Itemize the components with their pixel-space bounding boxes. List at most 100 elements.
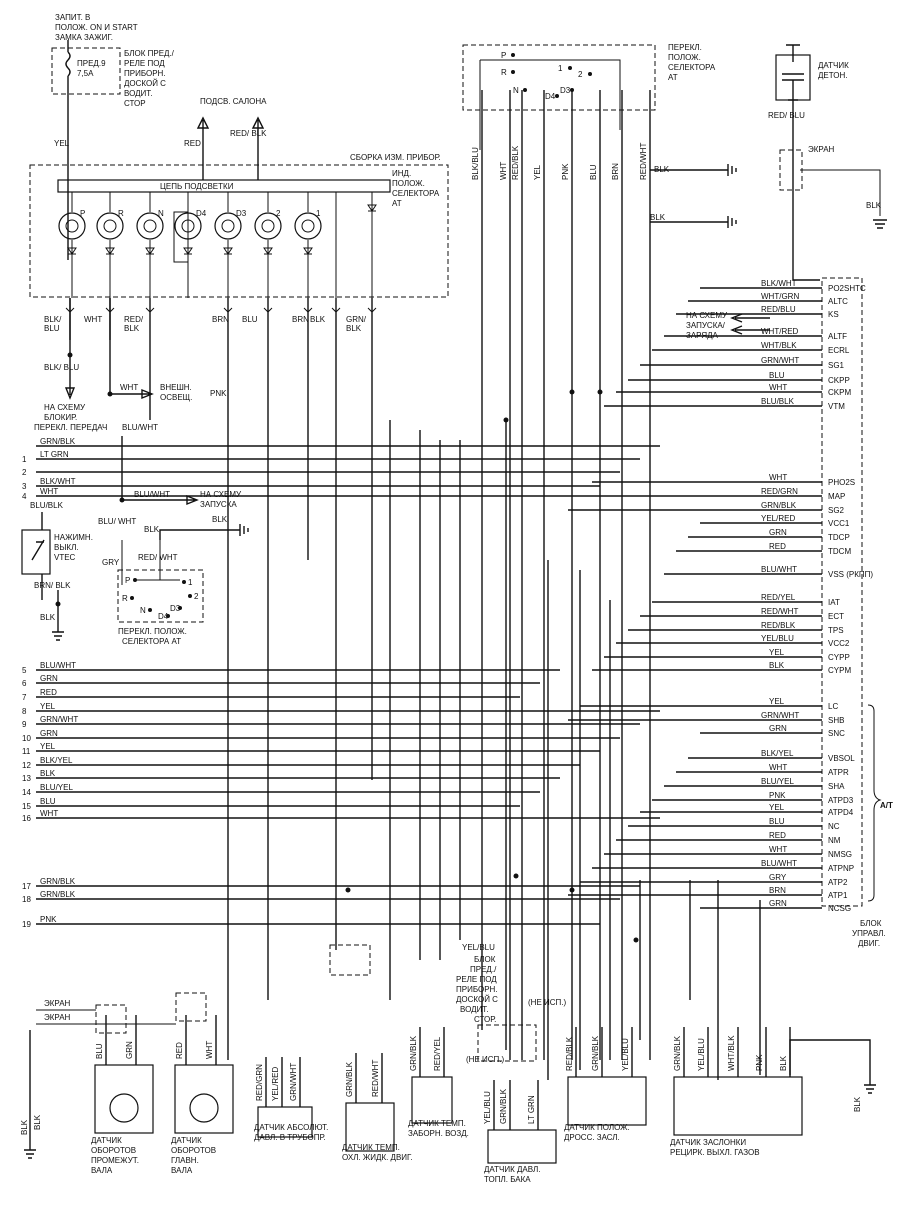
arrow-up-icon [196, 116, 210, 180]
sensor-tps-wire-label: GRN/BLK [591, 1035, 600, 1071]
ecu-pin-pho2s: PHO2S [828, 478, 855, 487]
switch-contact-label: 1 [558, 64, 563, 73]
sel-mid-1: ПЕРЕКЛ. ПОЛОЖ. [118, 627, 187, 636]
connector-icon [145, 307, 155, 313]
fuse-label: ПРЕД.9 7,5A [77, 59, 106, 78]
selector-wire-label: RED/BLK [511, 145, 520, 180]
ecu-pin-vbsol: VBSOL [828, 754, 855, 763]
sensor-countershaft-label: ПРОМЕЖУТ. [91, 1156, 139, 1165]
bus-line-number: 13 [22, 774, 31, 783]
sensor-iat-label: ДАТЧИК ТЕМП. [408, 1119, 466, 1128]
ignition-line-3: ЗАМКА ЗАЖИГ. [55, 33, 113, 42]
lamp-bulb-icon [136, 212, 164, 240]
fbb-3: РЕЛЕ ПОД [456, 975, 497, 984]
ext-light-1: ВНЕШН. [160, 383, 192, 392]
cluster-wire-label: BLK/ [44, 315, 62, 324]
bus-line-number: 8 [22, 707, 27, 716]
to-lock-label: НА СХЕМУ БЛОКИР. ПЕРЕКЛ. ПЕРЕДАЧ [34, 403, 107, 432]
ecu-pin-map: MAP [828, 492, 845, 501]
sensor-countershaft-label: ОБОРОТОВ [91, 1146, 136, 1155]
switch-contact [178, 606, 182, 610]
bus-line-wire-label: BLK/YEL [40, 756, 73, 765]
cluster-wire-label: BLU [44, 324, 60, 333]
bus-line-number: 7 [22, 693, 27, 702]
wire-label-pnk: PNK [210, 389, 227, 398]
vtec-1: НАЖИМН. [54, 533, 93, 542]
sensor-countershaft-wire-label: BLU [95, 1043, 104, 1059]
wire-label-yel: YEL [54, 139, 70, 148]
connector-icon [331, 307, 341, 313]
bus-line-wire-label: YEL [40, 702, 56, 711]
cluster-wire-label: BRN [212, 315, 229, 324]
ecu-pin-vtm: VTM [828, 402, 845, 411]
switch-contact-label: P [501, 51, 506, 60]
arrow-up-icon [251, 116, 265, 180]
ecu-pin-altf: ALTF [828, 332, 847, 341]
wire-label-red-wht-sel: RED/ WHT [138, 553, 178, 562]
junction-dot [503, 417, 509, 423]
ecu-pin-wire-label: YEL [769, 648, 785, 657]
shield-icon [95, 944, 371, 1034]
ecu-pin-wire-label: WHT/BLK [761, 341, 797, 350]
junction-dot [345, 887, 351, 893]
bus-line-number: 16 [22, 814, 31, 823]
ecu-pin-wire-label: GRN [769, 528, 787, 537]
bus-line-wire-label: GRN [40, 674, 58, 683]
sensor-iat-wire-label: GRN/BLK [409, 1035, 418, 1071]
ecu-pin-wire-label: GRY [769, 873, 787, 882]
ground-icon [873, 219, 887, 229]
sensor-tps-label: ДАТЧИК ПОЛОЖ. [564, 1123, 630, 1132]
lamp-filament-icon [65, 219, 79, 233]
lamp-filament-icon [143, 219, 157, 233]
sel-ind-4: AT [392, 199, 402, 208]
sensor-mainshaft-label: ГЛАВН. [171, 1156, 199, 1165]
bus-line-number: 1 [22, 455, 27, 464]
sel-ind-3: СЕЛЕКТОРА [392, 189, 440, 198]
ecu-pin-wire-label: RED/GRN [761, 487, 798, 496]
lamp-label-p: P [80, 209, 85, 218]
ecu-pin-ckpm: CKPM [828, 388, 851, 397]
tsc-3: ЗАРЯДА [686, 331, 719, 340]
lamp-label-2: 2 [276, 209, 281, 218]
ecu-pin-wire-label: YEL/BLU [761, 634, 794, 643]
switch-contact-label: 2 [194, 592, 199, 601]
ecu-pin-ecrl: ECRL [828, 346, 850, 355]
ecu-pin-wire-label: GRN/BLK [761, 501, 797, 510]
diode-icon [145, 247, 155, 255]
fbb-7: СТОР. [474, 1015, 496, 1024]
ecu-pin-wire-label: WHT [769, 763, 787, 772]
knock-label-2: ДЕТОН. [818, 71, 848, 80]
arrow-left-icon [730, 313, 770, 335]
bus-line-wire-label: GRN/WHT [40, 715, 78, 724]
ecu-pins: PO2SHTCBLK/WHTALTCWHT/GRNKSRED/BLUALTFWH… [568, 279, 873, 913]
ecu-pin-atpr: ATPR [828, 768, 849, 777]
selector-wire-label: BRN [611, 163, 620, 180]
ecu-pin-wire-label: WHT [769, 383, 787, 392]
switch-contact-label: R [122, 594, 128, 603]
bus-line-wire-label: WHT [40, 487, 58, 496]
cluster-wire-label: GRN/ [346, 315, 367, 324]
sensor-egr-wire-label: PNK [755, 1054, 764, 1071]
bus-line-wire-label: YEL [40, 742, 56, 751]
connector-icon [223, 307, 233, 313]
fuse-box-line-1: БЛОК ПРЕД./ [124, 49, 175, 58]
ecu-pin-wire-label: BLK/YEL [761, 749, 794, 758]
trunk-wires [149, 340, 761, 1080]
bus-line-wire-label: LT GRN [40, 450, 69, 459]
ecu-pin-cypp: CYPP [828, 653, 850, 662]
switch-contact-label: P [125, 576, 130, 585]
at-brace [867, 704, 882, 902]
selector-wire-label: BLK/BLU [471, 147, 480, 180]
sensor-egr-body [673, 1076, 803, 1136]
selector-indicator-label: ИНД. ПОЛОЖ. СЕЛЕКТОРА AT [392, 169, 440, 208]
switch-contact-label: 2 [578, 70, 583, 79]
not-used-2: (НЕ ИСП.) [466, 1055, 505, 1064]
fuse-box-outline [51, 47, 121, 95]
fbb-6: ВОДИТ. [460, 1005, 489, 1014]
screen-shield-top [779, 149, 803, 191]
bus-line-number: 17 [22, 882, 31, 891]
ecu-pin-wire-label: PNK [769, 791, 786, 800]
